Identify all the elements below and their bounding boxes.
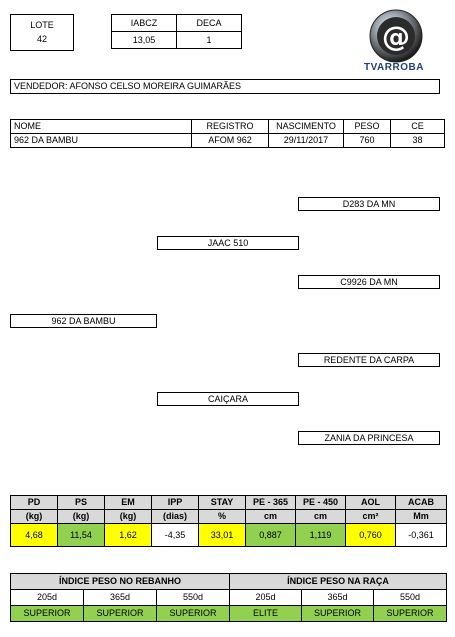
svg-text:@: @ [382,20,410,53]
stat-unit: cm [245,509,296,524]
value-nascimento: 29/11/2017 [268,133,344,148]
value-ce: 38 [390,133,445,148]
logo-wordmark: TVARROBA [364,62,424,73]
index-period: 550d [156,589,230,606]
logo-tv: TV [364,62,378,73]
index-value: SUPERIOR [83,605,157,622]
index-value: SUPERIOR [10,605,84,622]
iabcz-label: IABCZ [111,14,177,32]
stats-table: PD PS EM IPP STAY PE - 365 PE - 450 AOL … [10,495,447,547]
pedigree-animal: 962 DA BAMBU [10,314,157,328]
index-value-row: SUPERIOR SUPERIOR SUPERIOR ELITE SUPERIO… [10,605,447,622]
index-period: 365d [83,589,157,606]
pedigree-dam-sire: REDENTE DA CARPA [298,353,440,367]
lote-box: LOTE 42 [10,14,74,51]
iabcz-deca-table: IABCZ DECA 13,05 1 [111,14,242,49]
header-nascimento: NASCIMENTO [268,119,344,134]
lote-value: 42 [36,34,47,44]
stat-value-aol: 0,760 [345,523,396,547]
index-period: 550d [373,589,447,606]
stat-unit: % [198,509,246,524]
index-period: 205d [229,589,302,606]
index-value: ELITE [229,605,302,622]
pedigree-dam-dam: ZANIA DA PRINCESA [298,431,440,445]
pedigree-sire-dam: C9926 DA MN [298,275,440,289]
stat-header: EM [104,495,152,510]
index-period: 365d [301,589,374,606]
index-value: SUPERIOR [373,605,447,622]
stat-value-ps: 11,54 [57,523,105,547]
stat-value-acab: -0,361 [395,523,447,547]
stat-header: PS [57,495,105,510]
stat-value-pe450: 1,119 [295,523,346,547]
index-group-raca: ÍNDICE PESO NA RAÇA [229,573,447,590]
index-value: SUPERIOR [301,605,374,622]
value-peso: 760 [343,133,391,148]
pedigree-sire: JAAC 510 [157,236,299,250]
value-nome: 962 DA BAMBU [10,133,192,148]
stats-header-row-2: (kg) (kg) (kg) (dias) % cm cm cm² Mm [10,509,447,524]
pedigree-dam: CAIÇARA [157,392,299,406]
vendor-label: VENDEDOR: AFONSO CELSO MOREIRA GUIMARÃES [10,79,440,94]
animal-table: NOME REGISTRO NASCIMENTO PESO CE 962 DA … [10,119,445,148]
animal-value-row: 962 DA BAMBU AFOM 962 29/11/2017 760 38 [10,133,445,148]
deca-value: 1 [176,31,242,49]
stat-value-ipp: -4,35 [151,523,199,547]
stat-unit: cm [295,509,346,524]
stat-value-stay: 33,01 [198,523,246,547]
index-group-row: ÍNDICE PESO NO REBANHO ÍNDICE PESO NA RA… [10,573,447,590]
deca-label: DECA [176,14,242,32]
stat-header: ACAB [395,495,447,510]
stat-header: IPP [151,495,199,510]
stat-value-em: 1,62 [104,523,152,547]
pedigree-sire-sire: D283 DA MN [298,197,440,211]
index-group-rebanho: ÍNDICE PESO NO REBANHO [10,573,230,590]
value-registro: AFOM 962 [191,133,269,148]
stat-header: PD [10,495,58,510]
lote-label: LOTE [30,20,54,30]
stats-header-row-1: PD PS EM IPP STAY PE - 365 PE - 450 AOL … [10,495,447,510]
stat-value-pd: 4,68 [10,523,58,547]
header-ce: CE [390,119,445,134]
header-registro: REGISTRO [191,119,269,134]
stat-unit: cm² [345,509,396,524]
stat-unit: (kg) [10,509,58,524]
iabcz-value: 13,05 [111,31,177,49]
stat-unit: (kg) [57,509,105,524]
stat-unit: Mm [395,509,447,524]
at-sign-icon: @ [369,9,423,63]
animal-header-row: NOME REGISTRO NASCIMENTO PESO CE [10,119,445,134]
stat-header: AOL [345,495,396,510]
stat-value-pe365: 0,887 [245,523,296,547]
stat-unit: (kg) [104,509,152,524]
header-nome: NOME [10,119,192,134]
header-peso: PESO [343,119,391,134]
stat-header: PE - 450 [295,495,346,510]
tvarroba-logo: @ TVARROBA [360,8,432,76]
stat-header: STAY [198,495,246,510]
stats-value-row: 4,68 11,54 1,62 -4,35 33,01 0,887 1,119 … [10,523,447,547]
index-period-row: 205d 365d 550d 205d 365d 550d [10,589,447,606]
stat-header: PE - 365 [245,495,296,510]
logo-arroba: ARROBA [377,62,424,73]
stat-unit: (dias) [151,509,199,524]
index-value: SUPERIOR [156,605,230,622]
index-period: 205d [10,589,84,606]
index-table: ÍNDICE PESO NO REBANHO ÍNDICE PESO NA RA… [10,573,447,622]
